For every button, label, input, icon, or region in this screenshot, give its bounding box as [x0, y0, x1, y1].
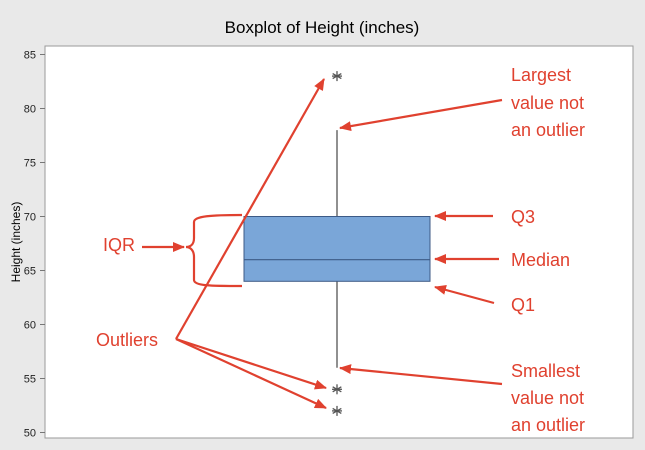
y-tick-label: 50 [24, 428, 36, 440]
y-tick-label: 75 [24, 158, 36, 170]
y-axis-ticks: 50 55 60 65 70 75 80 85 [24, 46, 46, 440]
outlier-point [332, 384, 342, 395]
y-axis-label: Height (inches) [9, 202, 23, 283]
q1-arrow [434, 285, 495, 305]
largest-label-line1: Largest [511, 65, 571, 85]
smallest-arrow [339, 364, 503, 386]
largest-label-line2: value not [511, 93, 584, 113]
largest-label-line3: an outlier [511, 120, 585, 140]
outlier-arrow-mid [175, 337, 327, 390]
outlier-point [332, 405, 342, 416]
outlier-arrow-top [175, 78, 325, 340]
y-tick-label: 65 [24, 266, 36, 278]
smallest-label-line2: value not [511, 388, 584, 408]
smallest-label-line3: an outlier [511, 415, 585, 435]
chart-title: Boxplot of Height (inches) [225, 18, 420, 37]
iqr-brace [185, 213, 243, 288]
y-tick-label: 80 [24, 104, 36, 116]
y-tick-label: 85 [24, 50, 36, 62]
outlier-point [332, 71, 342, 82]
largest-arrow [339, 98, 503, 132]
smallest-label-line1: Smallest [511, 361, 580, 381]
median-label: Median [511, 250, 570, 270]
y-tick-label: 70 [24, 212, 36, 224]
outlier-arrow-bottom [175, 338, 327, 409]
y-tick-label: 55 [24, 374, 36, 386]
iqr-label: IQR [103, 235, 135, 255]
box-layer [243, 71, 431, 416]
iqr-box [243, 216, 431, 282]
y-tick-label: 60 [24, 320, 36, 332]
q3-label: Q3 [511, 207, 535, 227]
outliers-label: Outliers [96, 330, 158, 350]
q1-label: Q1 [511, 295, 535, 315]
